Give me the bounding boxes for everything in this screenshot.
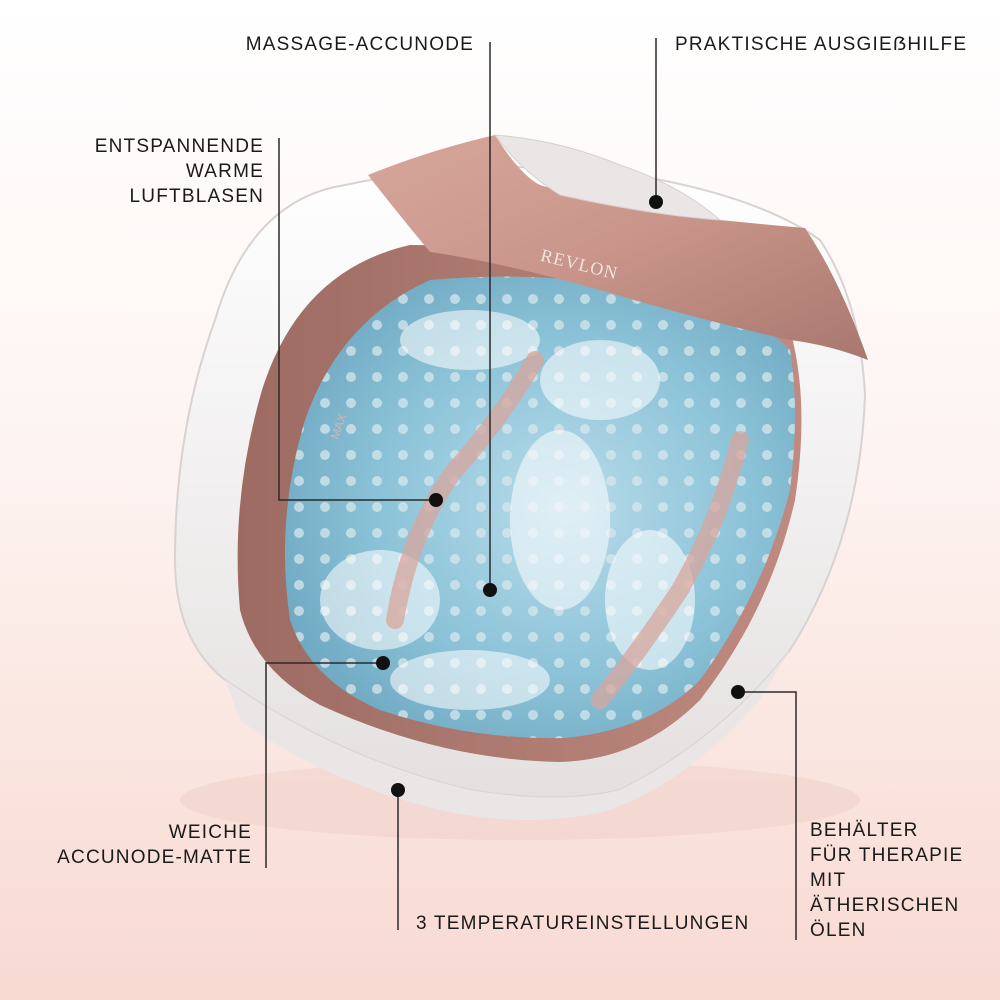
label-spout-text: PRAKTISCHE AUSGIEẞHILFE — [675, 34, 968, 55]
label-mat: WEICHE ACCUNODE-MATTE — [57, 820, 252, 870]
callout-dot-bubbles — [429, 493, 443, 507]
callout-dot-massage — [483, 583, 497, 597]
massage-roller-left — [386, 351, 544, 629]
basin-body — [225, 650, 790, 820]
bubbles-foam — [320, 310, 695, 710]
label-massage-accunode-text: MASSAGE-ACCUNODE — [245, 34, 474, 55]
label-temperature-text: 3 TEMPERATUREINSTELLUNGEN — [416, 913, 750, 934]
label-massage-accunode: MASSAGE-ACCUNODE — [246, 32, 474, 57]
callout-dot-mat — [376, 656, 390, 670]
label-bubbles: ENTSPANNENDE WARME LUFTBLASEN — [95, 134, 264, 209]
callout-dot-oil — [731, 685, 745, 699]
callout-dot-spout — [649, 195, 663, 209]
label-temperature: 3 TEMPERATUREINSTELLUNGEN — [416, 911, 749, 936]
callout-line-mat — [265, 662, 383, 868]
label-bubbles-line-2: WARME — [185, 161, 264, 182]
label-oil-line-1: BEHÄLTER — [810, 820, 919, 841]
massage-roller-right — [591, 431, 749, 709]
callout-dots — [376, 195, 745, 797]
spout-lip — [493, 134, 722, 221]
callout-lines — [265, 38, 797, 940]
label-oil-line-2: FÜR THERAPIE — [810, 845, 964, 866]
label-mat-line-2: ACCUNODE-MATTE — [57, 847, 252, 868]
label-oil-line-4: ÄTHERISCHEN — [810, 895, 960, 916]
label-bubbles-line-1: ENTSPANNENDE — [94, 136, 264, 157]
label-spout: PRAKTISCHE AUSGIEẞHILFE — [675, 32, 967, 57]
spout-cover — [368, 135, 868, 360]
label-oil-container: BEHÄLTER FÜR THERAPIE MIT ÄTHERISCHEN ÖL… — [810, 818, 963, 943]
label-oil-line-3: MIT — [810, 870, 847, 891]
label-oil-line-5: ÖLEN — [810, 920, 867, 941]
callout-line-bubbles — [278, 138, 436, 501]
label-bubbles-line-3: LUFTBLASEN — [129, 186, 264, 207]
callout-dot-temperature — [391, 783, 405, 797]
label-mat-line-1: WEICHE — [168, 822, 252, 843]
callout-line-oil — [738, 691, 797, 940]
